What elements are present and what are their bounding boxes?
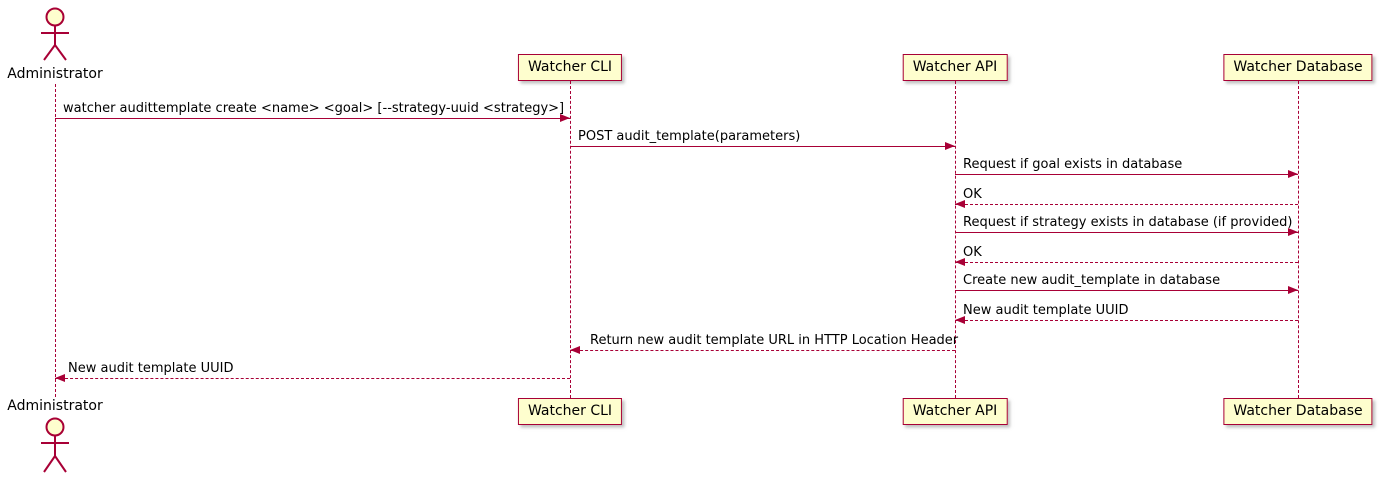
participant-watcher-cli-top: Watcher CLI [517, 54, 623, 81]
message-line [955, 204, 1298, 205]
arrowhead-icon [955, 316, 965, 324]
message-label: New audit template UUID [68, 361, 234, 376]
message-label: POST audit_template(parameters) [578, 129, 801, 144]
message-label: Create new audit_template in database [963, 273, 1221, 288]
message-label: Return new audit template URL in HTTP Lo… [590, 333, 959, 348]
message-label: OK [963, 187, 982, 202]
participant-watcher-cli-bottom: Watcher CLI [517, 398, 623, 425]
arrowhead-icon [1288, 228, 1298, 236]
lifeline-watcher-cli [569, 81, 571, 398]
message-line [955, 320, 1298, 321]
message-line [570, 146, 955, 147]
actor-icon-bottom [41, 417, 69, 473]
arrowhead-icon [55, 374, 65, 382]
lifeline-watcher-api [954, 81, 956, 398]
message-line [55, 118, 570, 119]
actor-label-top: Administrator [7, 66, 103, 82]
arrowhead-icon [1288, 170, 1298, 178]
arrowhead-icon [570, 346, 580, 354]
message-line [955, 232, 1298, 233]
participant-watcher-database-top: Watcher Database [1223, 54, 1373, 81]
arrowhead-icon [955, 258, 965, 266]
message-line [955, 174, 1298, 175]
message-label: Request if strategy exists in database (… [963, 215, 1293, 230]
lifeline-administrator [54, 84, 56, 397]
message-label: watcher audittemplate create <name> <goa… [63, 101, 565, 116]
message-label: New audit template UUID [963, 303, 1129, 318]
message-line [955, 262, 1298, 263]
participant-watcher-api-bottom: Watcher API [902, 398, 1008, 425]
lifeline-watcher-database [1297, 81, 1299, 398]
arrowhead-icon [945, 142, 955, 150]
arrowhead-icon [560, 114, 570, 122]
actor-icon-top [41, 7, 69, 61]
message-line [955, 290, 1298, 291]
message-label: Request if goal exists in database [963, 157, 1183, 172]
arrowhead-icon [955, 200, 965, 208]
actor-label-bottom: Administrator [7, 398, 103, 414]
participant-watcher-database-bottom: Watcher Database [1223, 398, 1373, 425]
message-line [570, 350, 955, 351]
arrowhead-icon [1288, 286, 1298, 294]
message-line [55, 378, 570, 379]
participant-watcher-api-top: Watcher API [902, 54, 1008, 81]
message-label: OK [963, 245, 982, 260]
